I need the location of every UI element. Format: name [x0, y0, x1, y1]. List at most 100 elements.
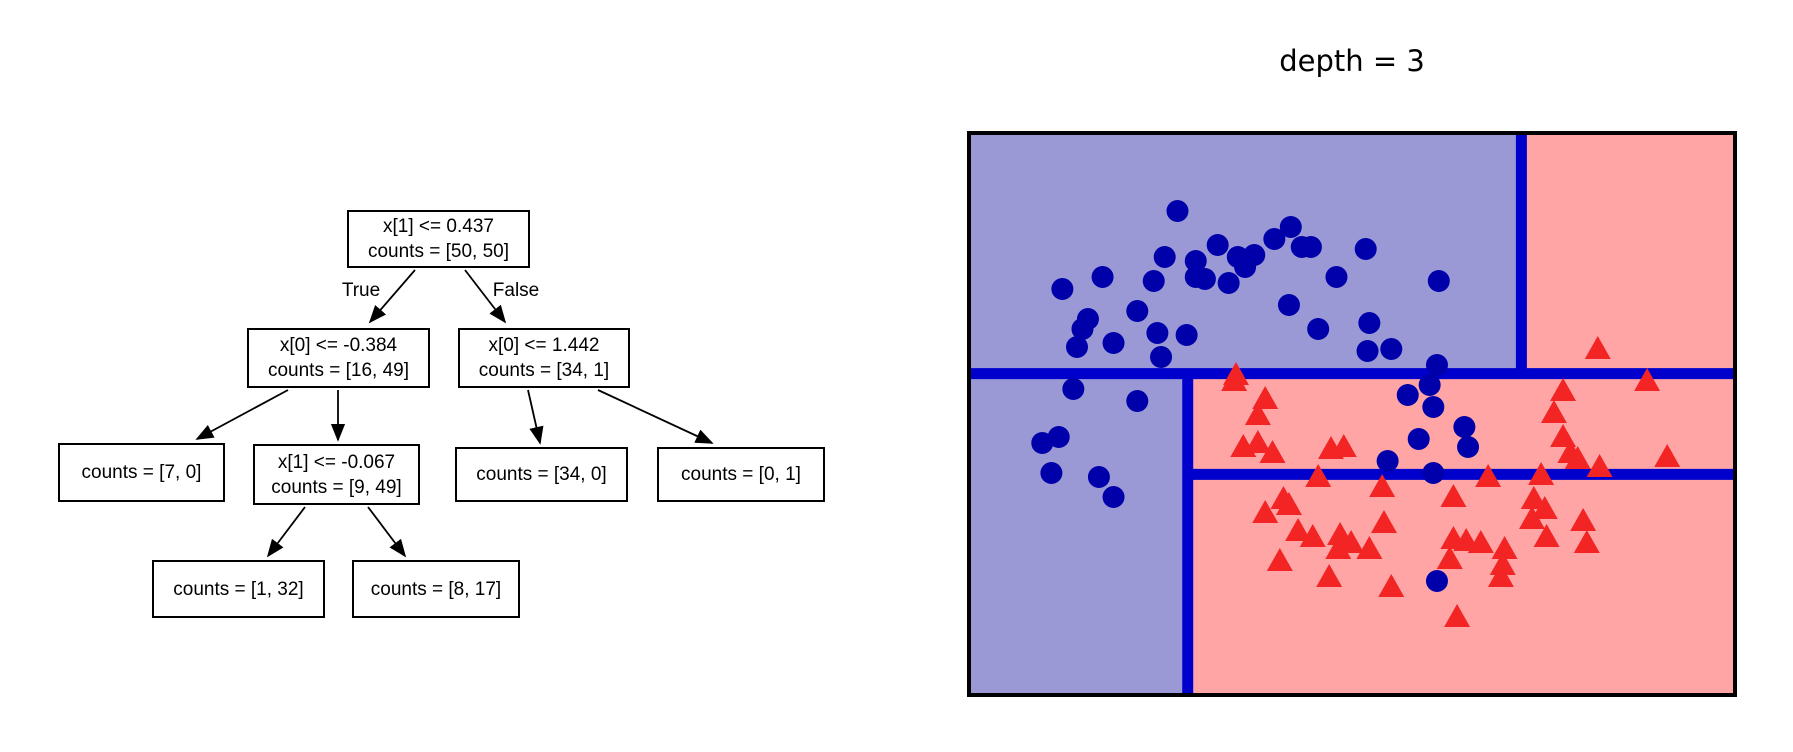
scatter-point-class1 [1252, 386, 1279, 409]
scatter-point-class1 [1244, 402, 1271, 425]
plot-title: depth = 3 [1279, 44, 1425, 78]
scatter-point-class0 [1425, 570, 1448, 592]
scatter-point-class0 [1146, 322, 1169, 344]
scatter-point-class0 [1087, 466, 1110, 488]
tree-edge [195, 389, 289, 440]
tree-node-text: counts = [7, 0] [81, 462, 202, 483]
scatter-point-class1 [1533, 524, 1560, 547]
scatter-point-class0 [1184, 250, 1207, 272]
scatter-point-class0 [1425, 354, 1448, 376]
tree-node-5: counts = [34, 0] [455, 447, 628, 502]
scatter-point-class1 [1252, 500, 1279, 523]
scatter-point-class1 [1369, 474, 1396, 497]
scatter-point-class1 [1221, 368, 1248, 391]
tree-edge [597, 389, 714, 444]
tree-node-text: counts = [34, 0] [476, 464, 607, 485]
scatter-point-class1 [1275, 492, 1302, 515]
scatter-point-class1 [1330, 434, 1357, 457]
tree-node-text: counts = [1, 32] [173, 578, 304, 600]
scatter-point-class1 [1491, 536, 1518, 559]
scatter-point-class1 [1489, 552, 1516, 575]
tree-edge [368, 269, 416, 324]
scatter-point-class0 [1307, 318, 1330, 340]
scatter-point-class1 [1654, 444, 1681, 467]
scatter-point-class1 [1634, 368, 1661, 391]
scatter-point-class1 [1475, 464, 1502, 487]
scatter-point-class0 [1325, 266, 1348, 288]
scatter-point-class1 [1316, 564, 1343, 587]
scatter-point-class0 [1457, 436, 1480, 458]
scatter-point-class1 [1244, 430, 1271, 453]
tree-edge [464, 269, 507, 324]
scatter-point-class1 [1531, 496, 1558, 519]
scatter-point-class0 [1380, 338, 1403, 360]
tree-node-text: x[0] <= 1.442 [488, 335, 600, 356]
scatter-point-class1 [1586, 454, 1613, 477]
edge-label-false: False [493, 280, 539, 301]
tree-node-3: counts = [7, 0] [58, 443, 225, 502]
scatter-point-class0 [1193, 268, 1216, 290]
scatter-point-class0 [1091, 266, 1114, 288]
scatter-point-class0 [1418, 374, 1441, 396]
scatter-point-class1 [1573, 530, 1600, 553]
tree-node-text: counts = [8, 17] [370, 578, 502, 600]
tree-edges-layer: True False [195, 269, 714, 558]
scatter-point-class0 [1166, 200, 1189, 222]
tree-edges: True False [195, 269, 714, 558]
scatter-point-class0 [1206, 234, 1229, 256]
scatter-point-class0 [1126, 300, 1149, 322]
edge-label-true: True [342, 280, 380, 301]
scatter-point-class0 [1299, 236, 1322, 258]
scatter-point-class1 [1378, 574, 1405, 597]
region-class1 [1521, 135, 1733, 374]
scatter-point-class1 [1266, 548, 1293, 571]
scatter-point-class0 [1062, 378, 1085, 400]
partition-plot [967, 131, 1737, 697]
scatter-point-class0 [1142, 270, 1165, 292]
scatter-point-class1 [1467, 530, 1494, 553]
scatter-point-class1 [1325, 536, 1352, 559]
scatter-point-class1 [1550, 424, 1577, 447]
scatter-point-class0 [1407, 428, 1430, 450]
scatter-point-class1 [1520, 486, 1547, 509]
scatter-point-class0 [1358, 312, 1381, 334]
scatter-point-class0 [1175, 324, 1198, 346]
scatter-point-class0 [1354, 238, 1377, 260]
scatter-point-class0 [1040, 462, 1063, 484]
scatter-point-class0 [1065, 336, 1088, 358]
scatter-point-class1 [1356, 536, 1383, 559]
scatter-point-class0 [1153, 246, 1176, 268]
scatter-point-class1 [1518, 506, 1545, 529]
scatter-point-class1 [1550, 378, 1577, 401]
scatter-point-class0 [1279, 216, 1302, 238]
scatter-point-class1 [1444, 604, 1471, 627]
scatter-point-class1 [1584, 336, 1611, 359]
scatter-point-class0 [1356, 340, 1379, 362]
scatter-point-class1 [1436, 546, 1463, 569]
scatter-point-class0 [1453, 416, 1476, 438]
scatter-point-class1 [1370, 510, 1397, 533]
scatter-point-class1 [1487, 564, 1514, 587]
scatter-point-class0 [1102, 486, 1125, 508]
region-class1 [1187, 474, 1733, 693]
tree-node-text: counts = [0, 1] [681, 464, 801, 485]
scatter-point-class0 [1150, 346, 1173, 368]
tree-node-text: counts = [16, 49] [267, 360, 409, 381]
scatter-point-class0 [1422, 396, 1445, 418]
scatter-point-class0 [1376, 450, 1399, 472]
scatter-point-class1 [1528, 462, 1555, 485]
tree-node-8: counts = [8, 17] [352, 560, 520, 618]
scatter-point-class0 [1051, 278, 1074, 300]
scatter-point-class0 [1396, 384, 1419, 406]
scatter-point-class0 [1126, 390, 1149, 412]
tree-edge [266, 506, 306, 558]
scatter-point-class1 [1570, 508, 1597, 531]
tree-node-text: x[1] <= -0.067 [277, 451, 396, 473]
scatter-point-class1 [1299, 524, 1326, 547]
scatter-point-class1 [1259, 440, 1286, 463]
scatter-point-class1 [1540, 400, 1567, 423]
